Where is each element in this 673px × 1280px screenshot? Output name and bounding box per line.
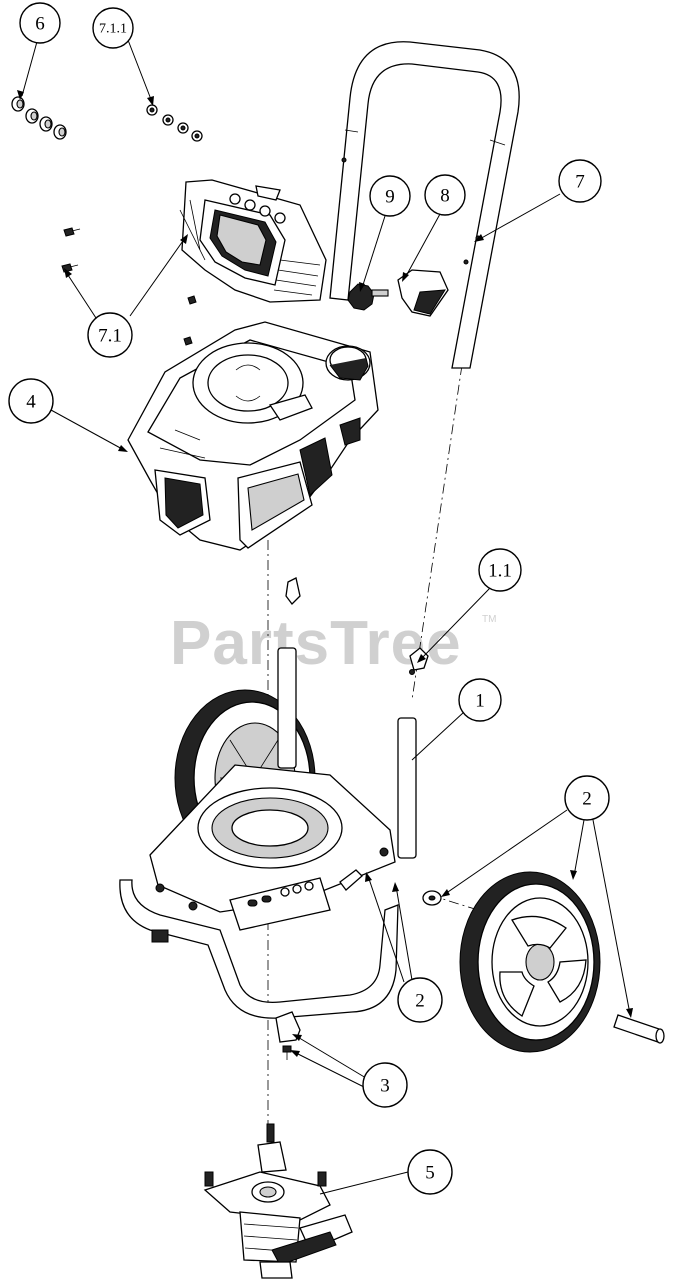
part-8-hose-hook [397,269,449,317]
callout-6-label: 6 [35,14,45,35]
callout-7-1-1: 7.1.1 [92,7,134,49]
callout-2-lower-label: 2 [415,991,425,1012]
callout-7-1: 7.1 [87,312,133,358]
part-2-wheel-assembly [339,869,665,1053]
callout-5-label: 5 [425,1163,435,1184]
callout-9: 9 [369,175,411,217]
callout-9-label: 9 [385,187,395,208]
callout-7: 7 [558,159,602,203]
callout-4: 4 [8,378,54,424]
callout-3: 3 [362,1062,408,1108]
callout-8: 8 [424,174,466,216]
callout-7-label: 7 [575,172,585,193]
callout-2-right: 2 [564,775,610,821]
callout-8-label: 8 [440,186,450,207]
part-7-handle [329,41,520,369]
part-4-engine [127,321,379,551]
callout-6: 6 [19,2,61,44]
callout-7-1-1-label: 7.1.1 [99,22,127,37]
callout-4-label: 4 [26,392,36,413]
callout-1-label: 1 [475,691,485,712]
callout-7-1-label: 7.1 [98,326,122,347]
part-1-frame [119,647,417,1019]
part-7-1-1-nuts [146,104,203,142]
watermark-brand: PartsTree [170,609,462,678]
callout-1-1-label: 1.1 [488,561,512,582]
leader-lines [17,37,633,1195]
callout-1-1: 1.1 [478,548,522,592]
part-6-nuts [11,96,67,140]
part-9-knob [347,283,389,311]
handle-axis-line [411,364,463,701]
callout-2-lower: 2 [397,977,443,1023]
callout-1: 1 [458,678,502,722]
callout-2-right-label: 2 [582,789,592,810]
part-5-pump [203,1123,353,1279]
part-7-1-control-panel [179,179,327,303]
watermark-trademark: TM [482,614,496,625]
callout-5: 5 [407,1149,453,1195]
callout-3-label: 3 [380,1076,390,1097]
